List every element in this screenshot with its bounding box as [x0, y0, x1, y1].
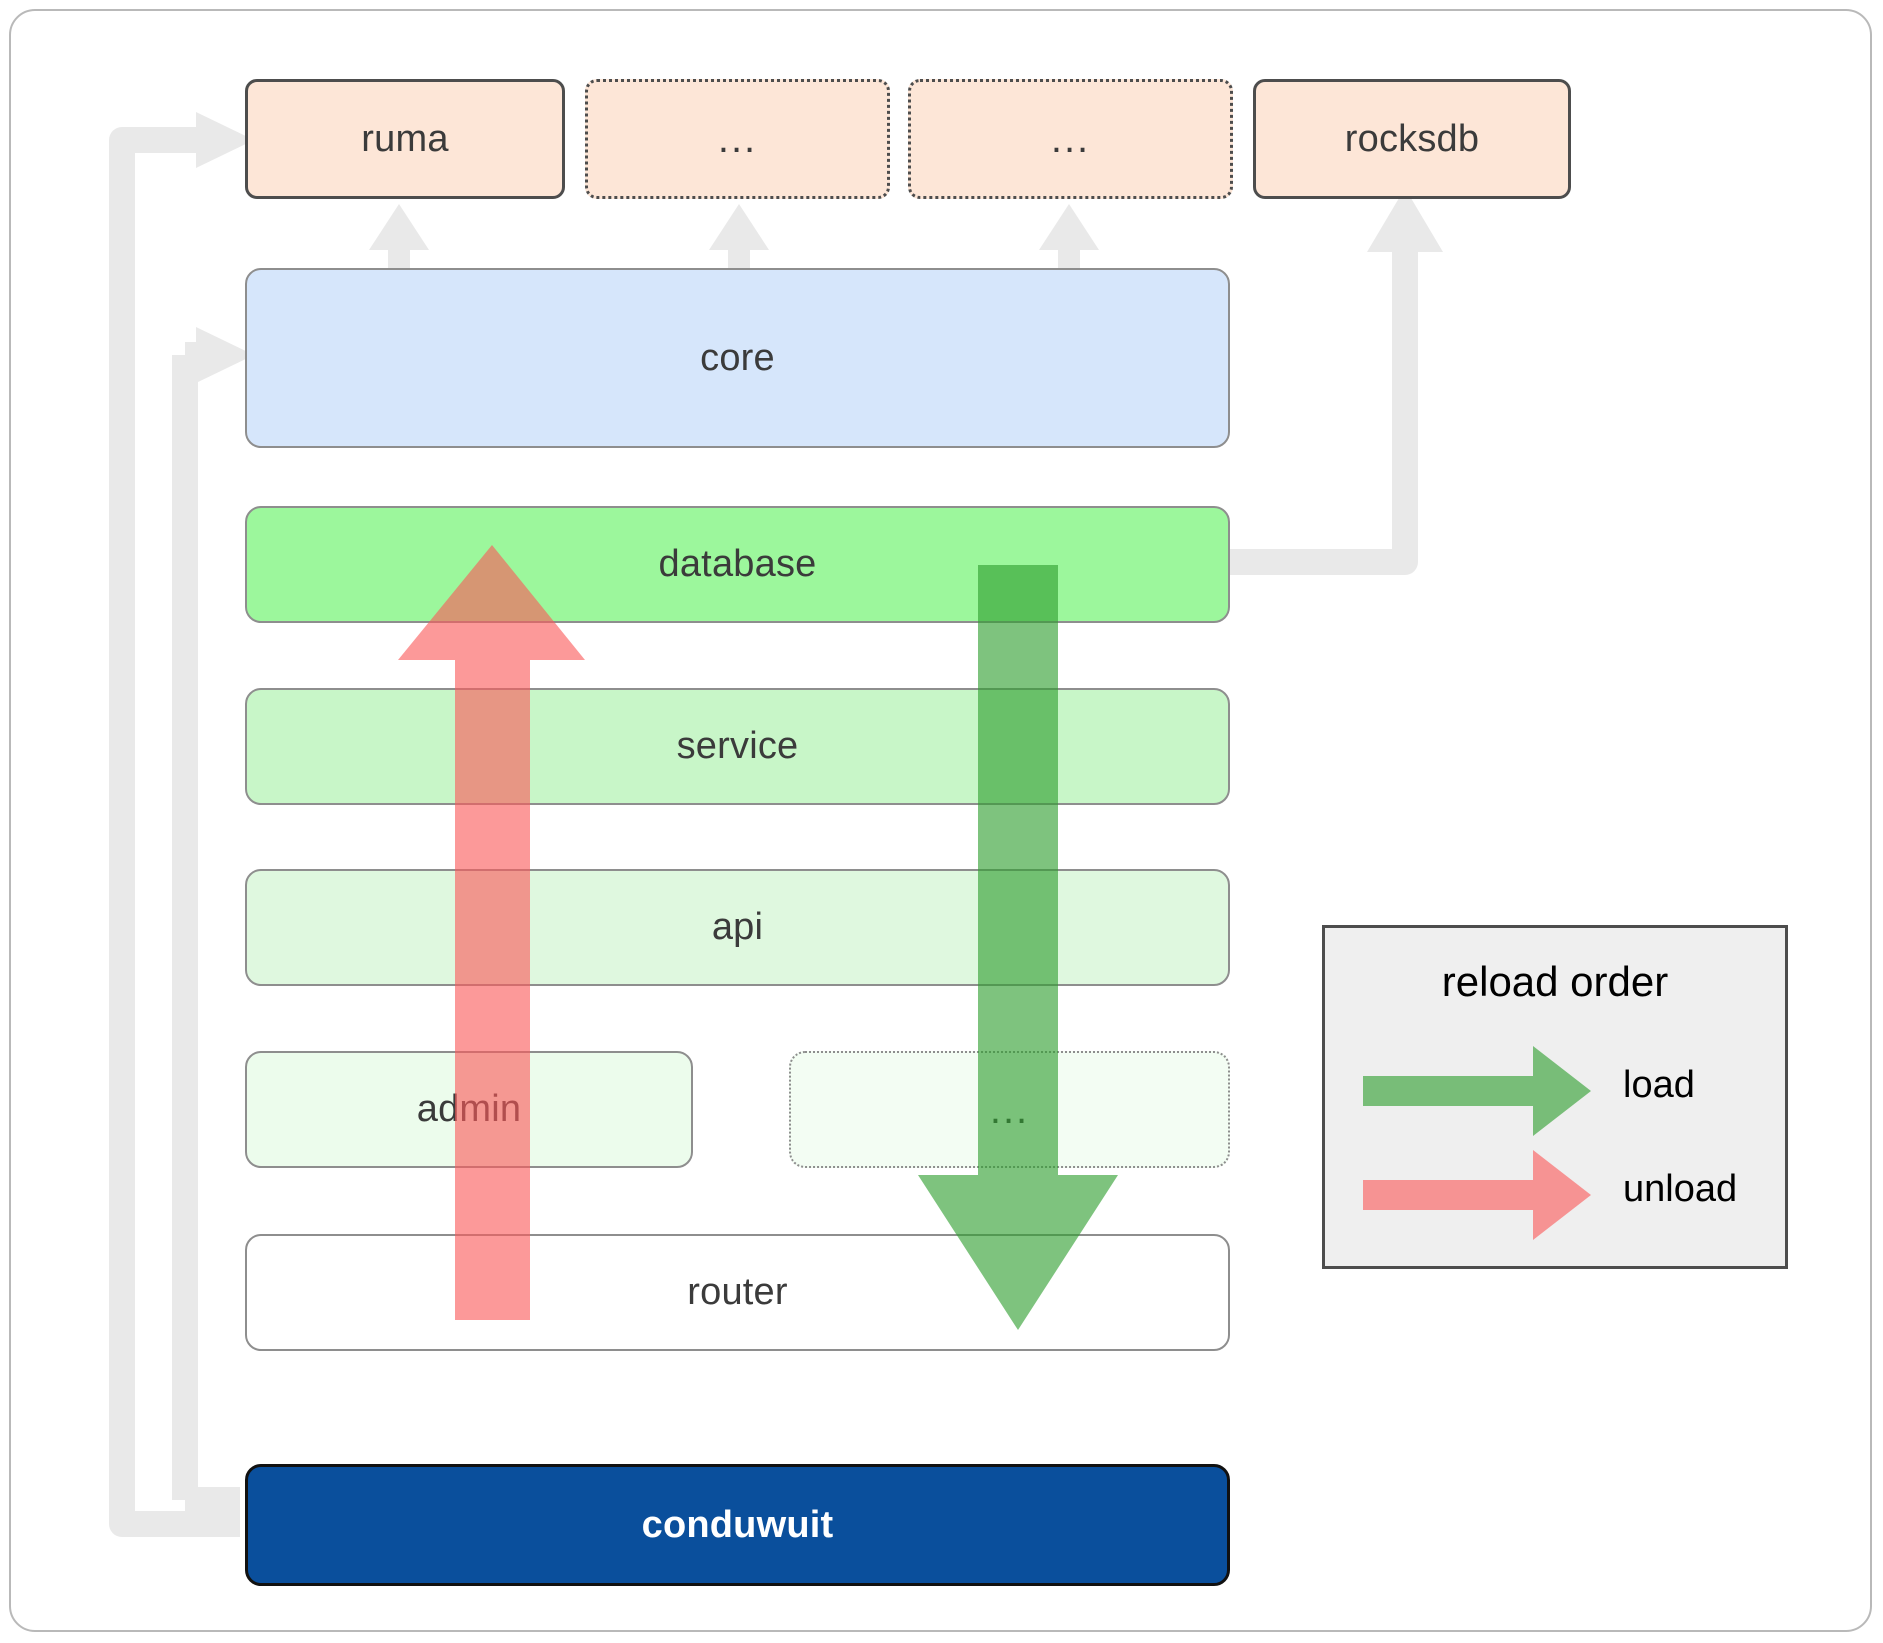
legend-row-load: load — [1325, 1046, 1785, 1136]
node-layer-ellipsis-label: ... — [989, 1087, 1030, 1132]
legend-panel: reload order load unload — [1322, 925, 1788, 1269]
node-api-label: api — [711, 906, 764, 948]
node-database-label: database — [658, 543, 817, 585]
legend-unload-label: unload — [1623, 1168, 1738, 1210]
legend-row-unload: unload — [1325, 1150, 1785, 1240]
diagram-frame — [9, 9, 1872, 1632]
node-router[interactable]: router — [245, 1234, 1230, 1351]
node-database[interactable]: database — [245, 506, 1230, 623]
node-service[interactable]: service — [245, 688, 1230, 805]
node-rocksdb[interactable]: rocksdb — [1253, 79, 1571, 199]
node-ruma-label: ruma — [361, 117, 449, 160]
legend-load-label: load — [1623, 1064, 1695, 1106]
node-dependency-ellipsis-1[interactable]: ... — [585, 79, 890, 199]
node-admin[interactable]: admin — [245, 1051, 693, 1168]
load-legend-icon — [1363, 1046, 1591, 1136]
node-dependency-ellipsis-2-label: ... — [1050, 117, 1091, 161]
node-ruma[interactable]: ruma — [245, 79, 565, 199]
legend-title: reload order — [1441, 958, 1669, 1005]
node-rocksdb-label: rocksdb — [1344, 117, 1480, 160]
node-dependency-ellipsis-2[interactable]: ... — [908, 79, 1233, 199]
unload-legend-icon — [1363, 1150, 1591, 1240]
node-core-label: core — [700, 336, 775, 379]
node-conduwuit-label: conduwuit — [641, 1503, 834, 1546]
node-service-label: service — [676, 725, 799, 767]
node-dependency-ellipsis-1-label: ... — [717, 117, 758, 161]
node-layer-ellipsis[interactable]: ... — [789, 1051, 1230, 1168]
node-admin-label: admin — [416, 1088, 522, 1130]
node-conduwuit[interactable]: conduwuit — [245, 1464, 1230, 1586]
node-router-label: router — [687, 1271, 788, 1313]
node-core[interactable]: core — [245, 268, 1230, 448]
node-api[interactable]: api — [245, 869, 1230, 986]
